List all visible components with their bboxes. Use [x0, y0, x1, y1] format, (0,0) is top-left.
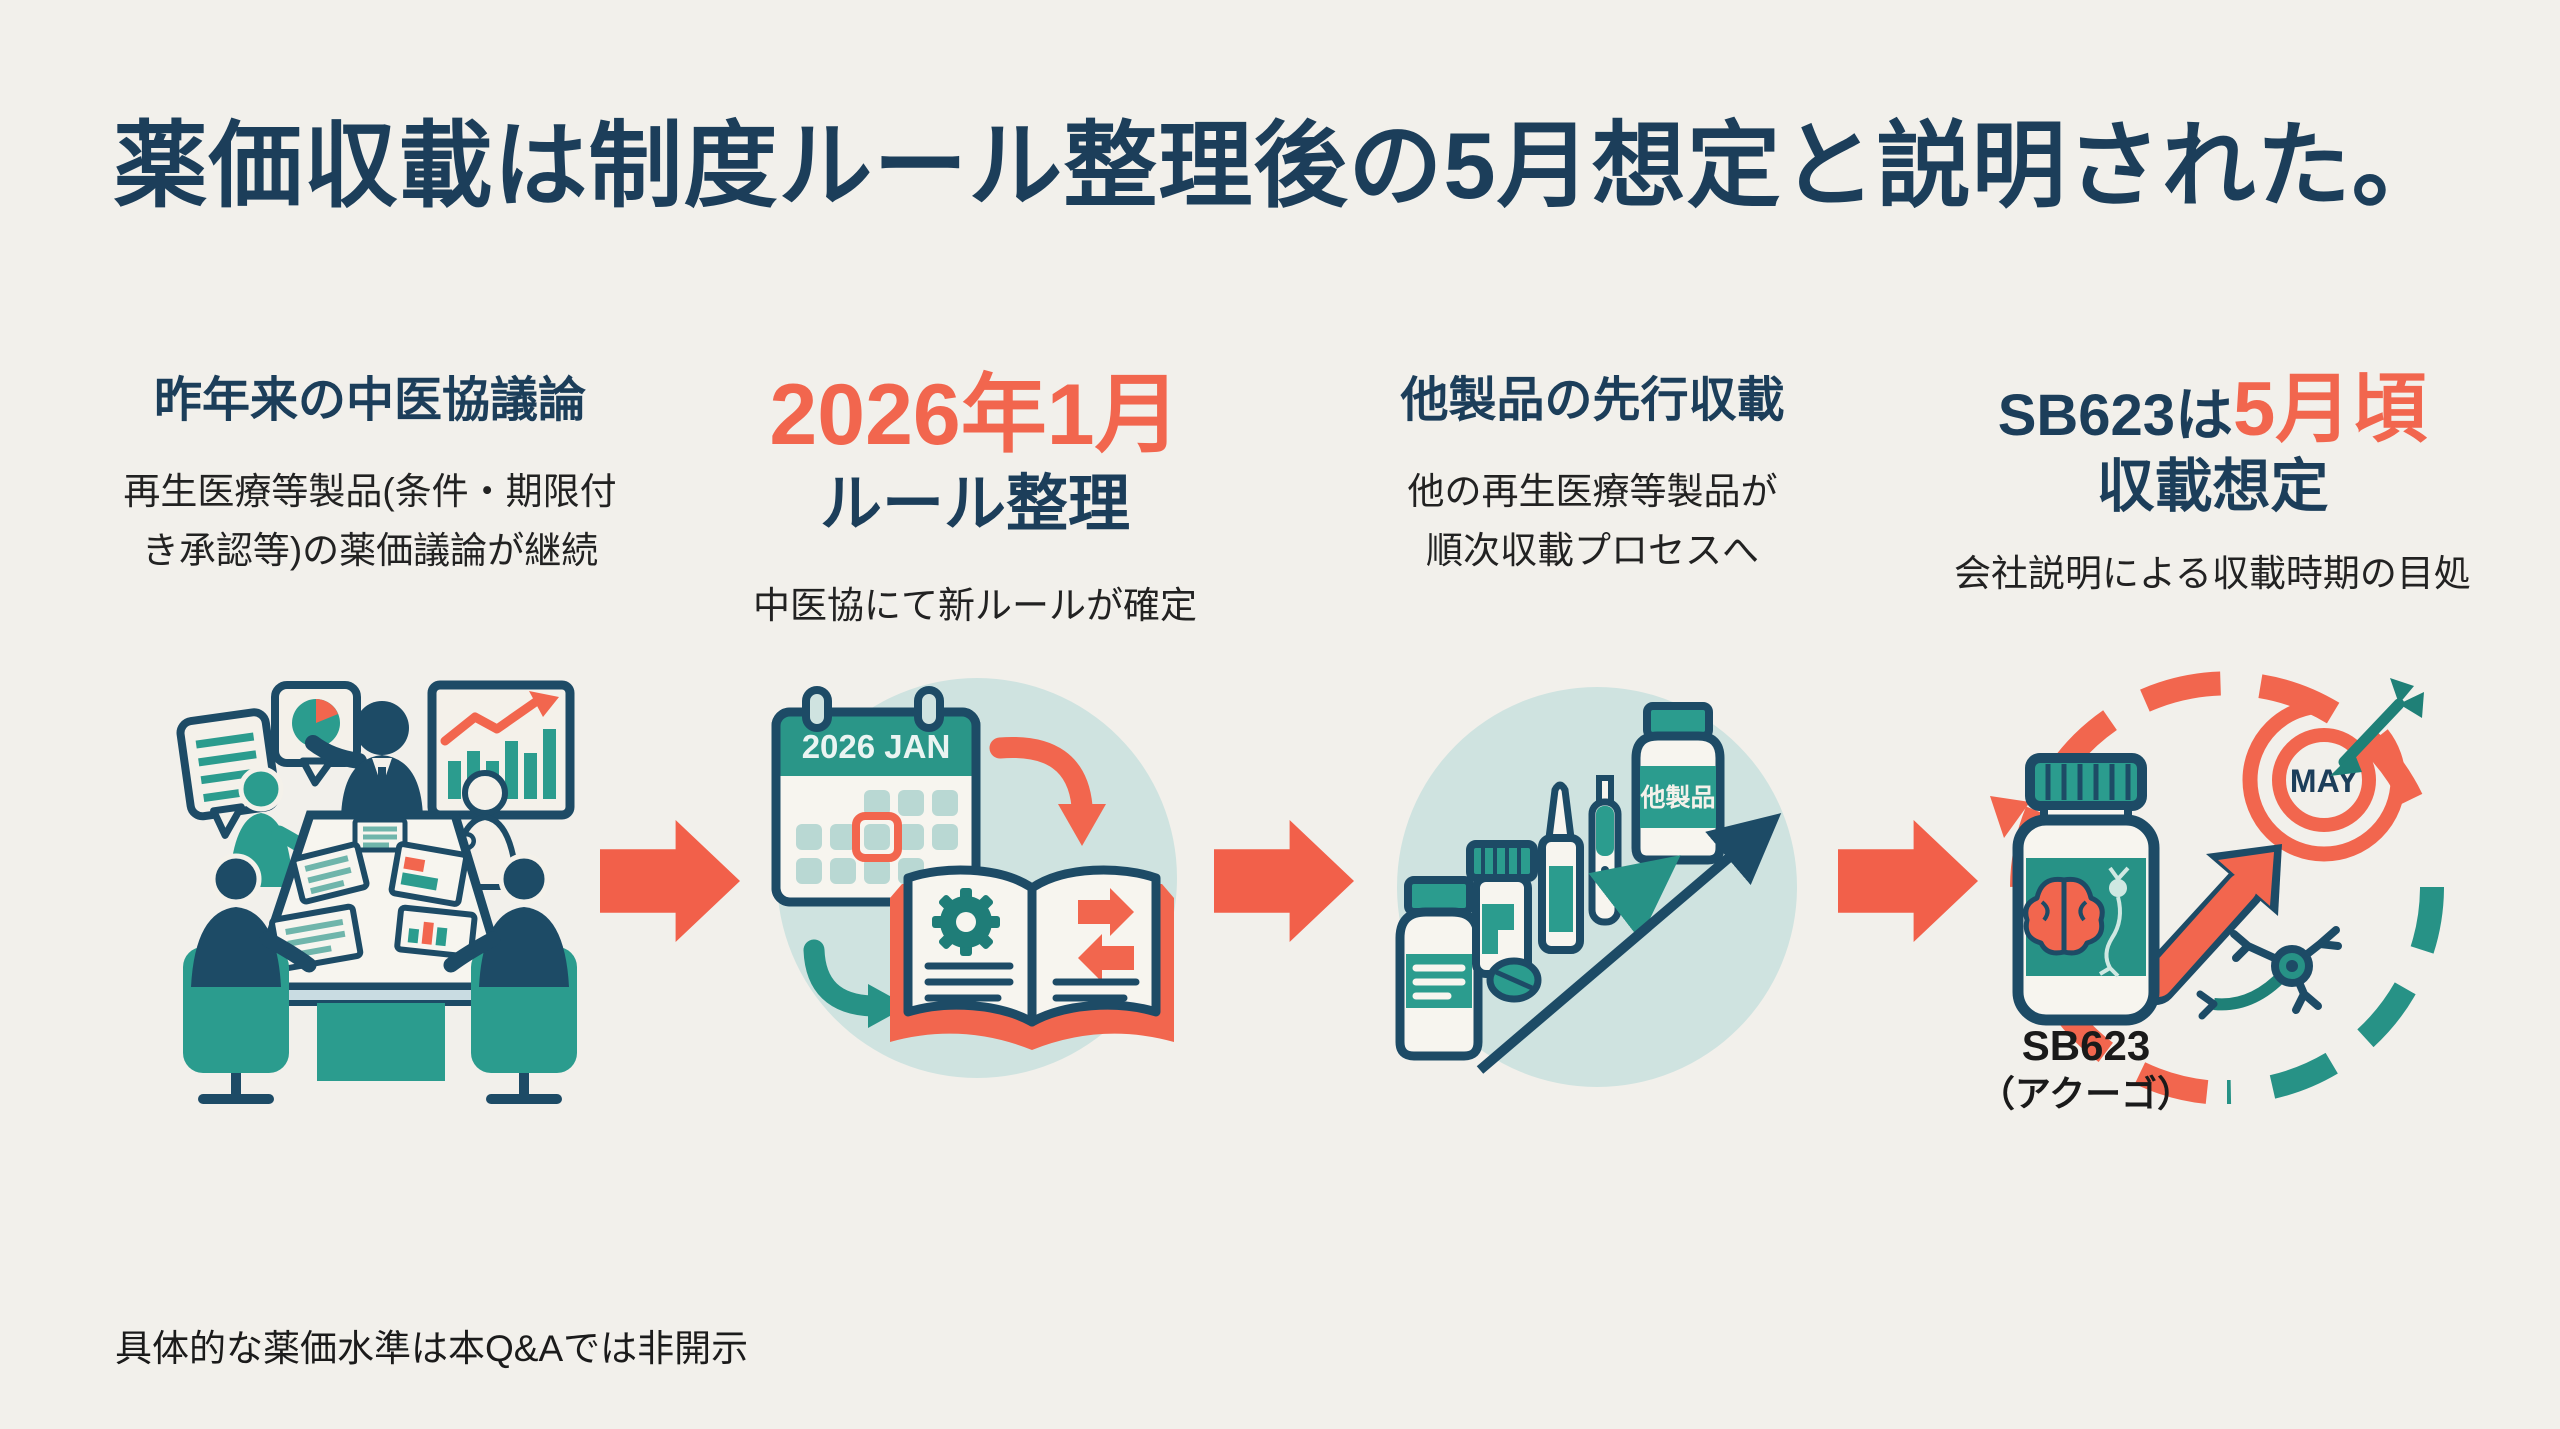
cycle-arrow-icon	[803, 939, 908, 1028]
growth-arrow-icon	[2135, 844, 2282, 1005]
attendee-person-icon	[183, 853, 317, 1104]
presenter-person-icon	[305, 701, 423, 817]
medicine-bottle-icon	[1395, 876, 1483, 1061]
step-1-heading: 昨年来の中医協議論	[153, 374, 586, 427]
step-4-heading-line1: SB623は5月頃	[1930, 372, 2495, 448]
step-2-date: 2026年1月	[769, 367, 1181, 463]
step-1-subtext: 再生医療等製品(条件・期限付 き承認等)の薬価議論が継続	[80, 462, 660, 580]
neuron-sketch-icon	[2098, 866, 2130, 978]
step-4-heading-line2: 収載想定	[2096, 454, 2329, 519]
step-3-sub-line2: 順次収載プロセスへ	[1426, 529, 1759, 571]
other-product-label: 他製品	[1639, 784, 1715, 812]
sb623-label: SB623	[2022, 1022, 2150, 1069]
step-4-subtext: 会社説明による収載時期の目処	[1954, 553, 2471, 594]
step-4-heading-highlight: 5月頃	[2233, 367, 2428, 452]
document-icon	[394, 904, 478, 960]
pie-chart-bubble-icon	[271, 681, 361, 787]
step-4-heading-prefix: SB623は	[1997, 383, 2234, 448]
highlighted-date	[852, 812, 902, 862]
step-3-subtext: 他の再生医療等製品が 順次収載プロセスへ	[1340, 462, 1845, 580]
step-2-subtext: 中医協にて新ルールが確定	[753, 585, 1197, 626]
step-1-sub-line1: 再生医療等製品(条件・期限付	[123, 470, 617, 512]
ascending-arrow-icon	[1476, 813, 1782, 1074]
rule-arrangement-illustration: 2026 JAN	[742, 660, 1212, 1135]
pill-icon	[1486, 957, 1542, 1003]
gear-icon	[932, 888, 1000, 956]
attendee-person-icon	[443, 853, 577, 1104]
flow-arrow-icon	[1214, 820, 1354, 942]
other-product-bottle-icon: 他製品	[1631, 702, 1725, 865]
neuron-icon	[2196, 926, 2342, 1020]
swap-arrow-icon	[1078, 888, 1134, 936]
cycle-arrow-icon	[989, 736, 1106, 846]
step-4-column: SB623は5月頃 収載想定 会社説明による収載時期の目処	[1930, 372, 2495, 603]
step-3-heading: 他製品の先行収載	[1400, 374, 1785, 427]
dart-icon	[2330, 678, 2424, 776]
footnote: 具体的な薬価水準は本Q&Aでは非開示	[115, 1328, 749, 1369]
document-icon	[290, 841, 370, 905]
small-growth-arrow-icon	[1588, 855, 1681, 940]
brain-icon	[2023, 876, 2105, 956]
step-2-column: 2026年1月 ルール整理 中医協にて新ルールが確定	[725, 372, 1225, 635]
other-products-illustration: 他製品	[1352, 662, 1832, 1137]
swap-arrow-icon	[1078, 934, 1134, 982]
sb623-may-illustration: MAY	[1952, 662, 2487, 1147]
page-title: 薬価収載は制度ルール整理後の5月想定と説明された。	[113, 113, 2447, 218]
pill-jar-icon	[1466, 840, 1538, 978]
step-3-column: 他製品の先行収載 他の再生医療等製品が 順次収載プロセスへ	[1340, 372, 1845, 580]
calendar-month-label: 2026 JAN	[802, 728, 951, 765]
ampoule-icon	[1538, 781, 1584, 954]
step-1-column: 昨年来の中医協議論 再生医療等製品(条件・期限付 き承認等)の薬価議論が継続	[80, 372, 660, 580]
sb623-bottle-icon	[2012, 753, 2160, 1026]
calendar-icon: 2026 JAN	[771, 686, 981, 907]
step-1-sub-line2: き承認等)の薬価議論が継続	[141, 529, 599, 571]
flow-arrow-icon	[600, 820, 740, 942]
step-2-heading: ルール整理	[819, 470, 1130, 539]
document-icon	[352, 817, 408, 853]
document-icon	[388, 841, 470, 907]
step-3-sub-line1: 他の再生医療等製品が	[1407, 470, 1778, 512]
akuugo-label: （アクーゴ）	[1979, 1073, 2193, 1114]
meeting-illustration	[145, 655, 615, 1130]
rule-book-icon	[890, 865, 1174, 1050]
